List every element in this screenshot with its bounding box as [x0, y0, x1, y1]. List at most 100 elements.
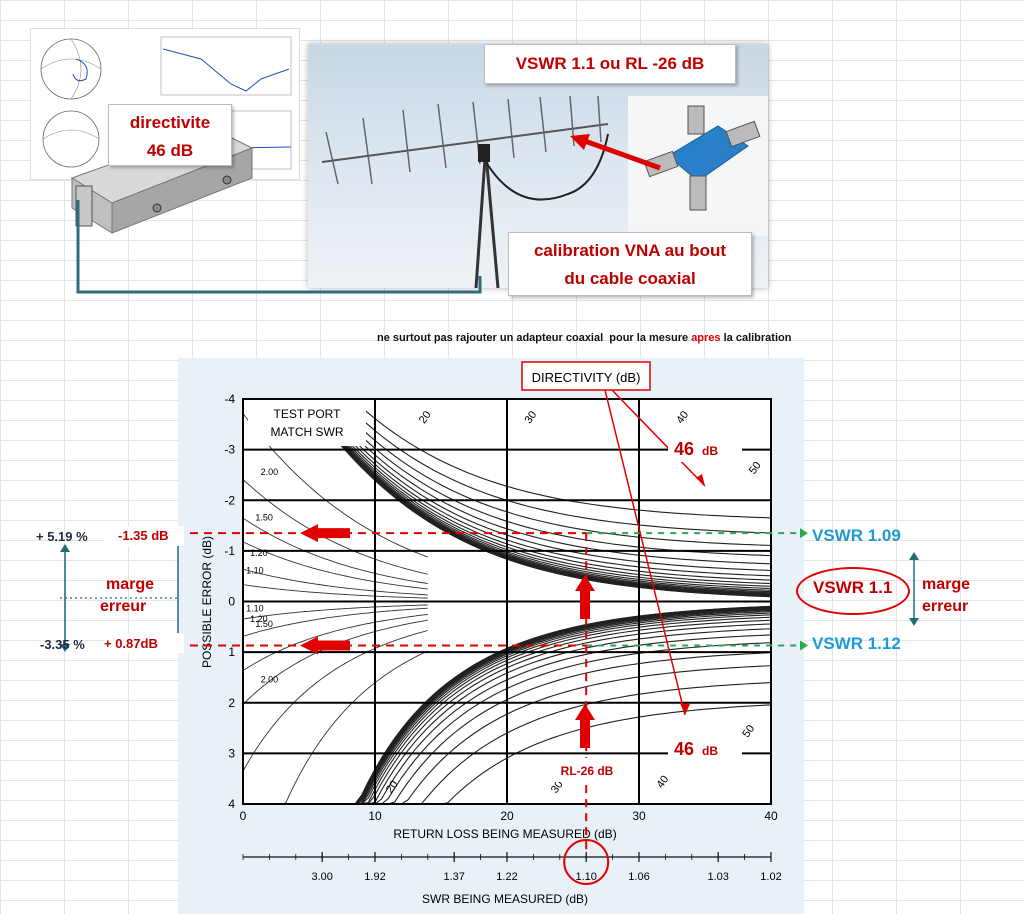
- swr-match-curve-upper: [242, 413, 428, 558]
- swr-match-curve-upper: [242, 568, 428, 596]
- y-tick-label: 4: [228, 797, 235, 811]
- err-upper: -1.35 dB: [118, 528, 169, 543]
- marge-right-arrowhead-up: [909, 552, 919, 560]
- swr-match-curve-lower: [242, 614, 428, 671]
- swr-curve-label: 1.20: [250, 548, 268, 558]
- directivity-title-box: [521, 361, 651, 391]
- directivity-46-upper-box: [668, 434, 742, 462]
- y-tick-label: -1: [224, 544, 235, 558]
- directivity-arrowhead-lower: [680, 703, 690, 715]
- swr-match-curve-lower: [242, 607, 428, 637]
- swr-tick-label: 1.02: [760, 871, 781, 883]
- vswr-center-ellipse: [796, 567, 910, 615]
- callout-directivity: directivite 46 dB: [108, 104, 232, 166]
- callout-vswr: VSWR 1.1 ou RL -26 dB: [484, 44, 736, 84]
- rl-arrow-up: [575, 704, 595, 748]
- callout-directivity-line2: 46 dB: [146, 141, 194, 160]
- swr-axis-label: SWR BEING MEASURED (dB): [422, 892, 588, 906]
- y-tick-label: -3: [224, 443, 235, 457]
- coax-cable: [76, 200, 482, 294]
- directivity-46-lower-unit: dB: [702, 744, 718, 758]
- x-tick-label: 0: [240, 809, 247, 823]
- vswr-lower-arrowhead: [800, 640, 808, 651]
- swr-tick-label: 1.92: [364, 871, 385, 883]
- swr-tick-label: 1.06: [628, 871, 649, 883]
- y-tick-label: 0: [228, 595, 235, 609]
- directivity-46-lower-box: [668, 734, 742, 762]
- directivity-curve-label: 20: [417, 409, 434, 426]
- swr-match-curve-upper: [242, 584, 428, 599]
- swr-match-curve-lower: [242, 630, 428, 772]
- swr-curve-label: 2.00: [261, 467, 279, 477]
- y-axis-label: POSSIBLE ERROR (dB): [200, 536, 214, 668]
- note-text-highlight: apres: [691, 332, 721, 344]
- swr-tick-label: 1.37: [443, 871, 464, 883]
- err-upper-box: [104, 526, 184, 546]
- swr-curve-label: 1.50: [255, 619, 273, 629]
- rl-arrow-up: [575, 575, 595, 619]
- marge-left: marge erreur: [100, 574, 154, 618]
- swr-tick-label: 1.10: [575, 871, 596, 883]
- y-tick-label: -2: [224, 493, 235, 507]
- y-tick-label: 3: [228, 746, 235, 760]
- callout-calibration-line1: calibration VNA au bout: [533, 241, 727, 260]
- directivity-curve-label: 20: [384, 779, 401, 796]
- marge-left-line1: marge: [106, 576, 155, 593]
- y-tick-label: 2: [228, 696, 235, 710]
- vswr-upper-arrowhead: [800, 528, 808, 539]
- directivity-46-upper-value: 46: [674, 439, 694, 459]
- pct-arrowhead-down: [60, 644, 70, 652]
- directivity-curve-label: 30: [549, 779, 566, 796]
- directivity-curve-label: 40: [655, 774, 672, 791]
- directivity-line-upper: [611, 389, 706, 487]
- vswr-upper: VSWR 1.09: [812, 526, 901, 545]
- pct-lower: -3.35 %: [40, 637, 85, 652]
- x-tick-label: 20: [500, 809, 514, 823]
- swr-match-curve-upper: [242, 541, 428, 590]
- kit-arrow: [570, 134, 661, 171]
- y-tick-label: -4: [224, 392, 235, 406]
- swr-curve-label: 1.50: [255, 513, 273, 523]
- swr-tick-label: 3.00: [311, 871, 332, 883]
- note-text-before: ne surtout pas rajouter un adapteur coax…: [377, 332, 692, 344]
- marge-right: marge erreur: [922, 574, 970, 618]
- directivity-curve-label: 50: [747, 460, 764, 477]
- err-lower: + 0.87dB: [104, 636, 158, 651]
- rl-label-box: [552, 758, 622, 782]
- swr-curve-label: 1.20: [250, 614, 268, 624]
- marge-right-line1: marge: [922, 576, 971, 593]
- vswr-center: VSWR 1.1: [813, 578, 893, 597]
- pct-arrowhead-up: [60, 544, 70, 552]
- vswr-lower: VSWR 1.12: [812, 634, 901, 653]
- directivity-arrowhead-upper: [696, 474, 705, 486]
- callout-calibration-line2: du cable coaxial: [564, 269, 696, 288]
- marge-right-arrowhead-down: [909, 618, 919, 626]
- swr-match-curve-lower: [242, 604, 428, 620]
- swr-curve-label: 1.10: [246, 604, 264, 614]
- test-port-label-2: MATCH SWR: [270, 425, 343, 439]
- directivity-curve-label: 30: [523, 409, 540, 426]
- pct-upper: + 5.19 %: [36, 529, 88, 544]
- err-lower-box: [104, 633, 184, 653]
- swr-tick-label: 1.03: [707, 871, 728, 883]
- chart-gridlines: [242, 398, 772, 805]
- x-tick-label: 30: [632, 809, 646, 823]
- swr-match-curve-upper: [242, 517, 428, 585]
- swr-match-curve-upper: [242, 479, 428, 575]
- directivity-line-lower: [604, 389, 686, 716]
- calibration-note: ne surtout pas rajouter un adapteur coax…: [377, 320, 791, 344]
- test-port-box: [248, 400, 366, 446]
- rl-label: RL-26 dB: [561, 764, 614, 778]
- directivity-curve-label: 40: [674, 409, 691, 426]
- directivity-curve-label: 50: [740, 723, 757, 740]
- x-tick-label: 10: [368, 809, 382, 823]
- x-tick-label: 40: [764, 809, 778, 823]
- directivity-46-lower-value: 46: [674, 739, 694, 759]
- test-port-label-1: TEST PORT: [274, 407, 342, 421]
- y-tick-label: 1: [228, 645, 235, 659]
- error-arrow-left: [300, 636, 350, 655]
